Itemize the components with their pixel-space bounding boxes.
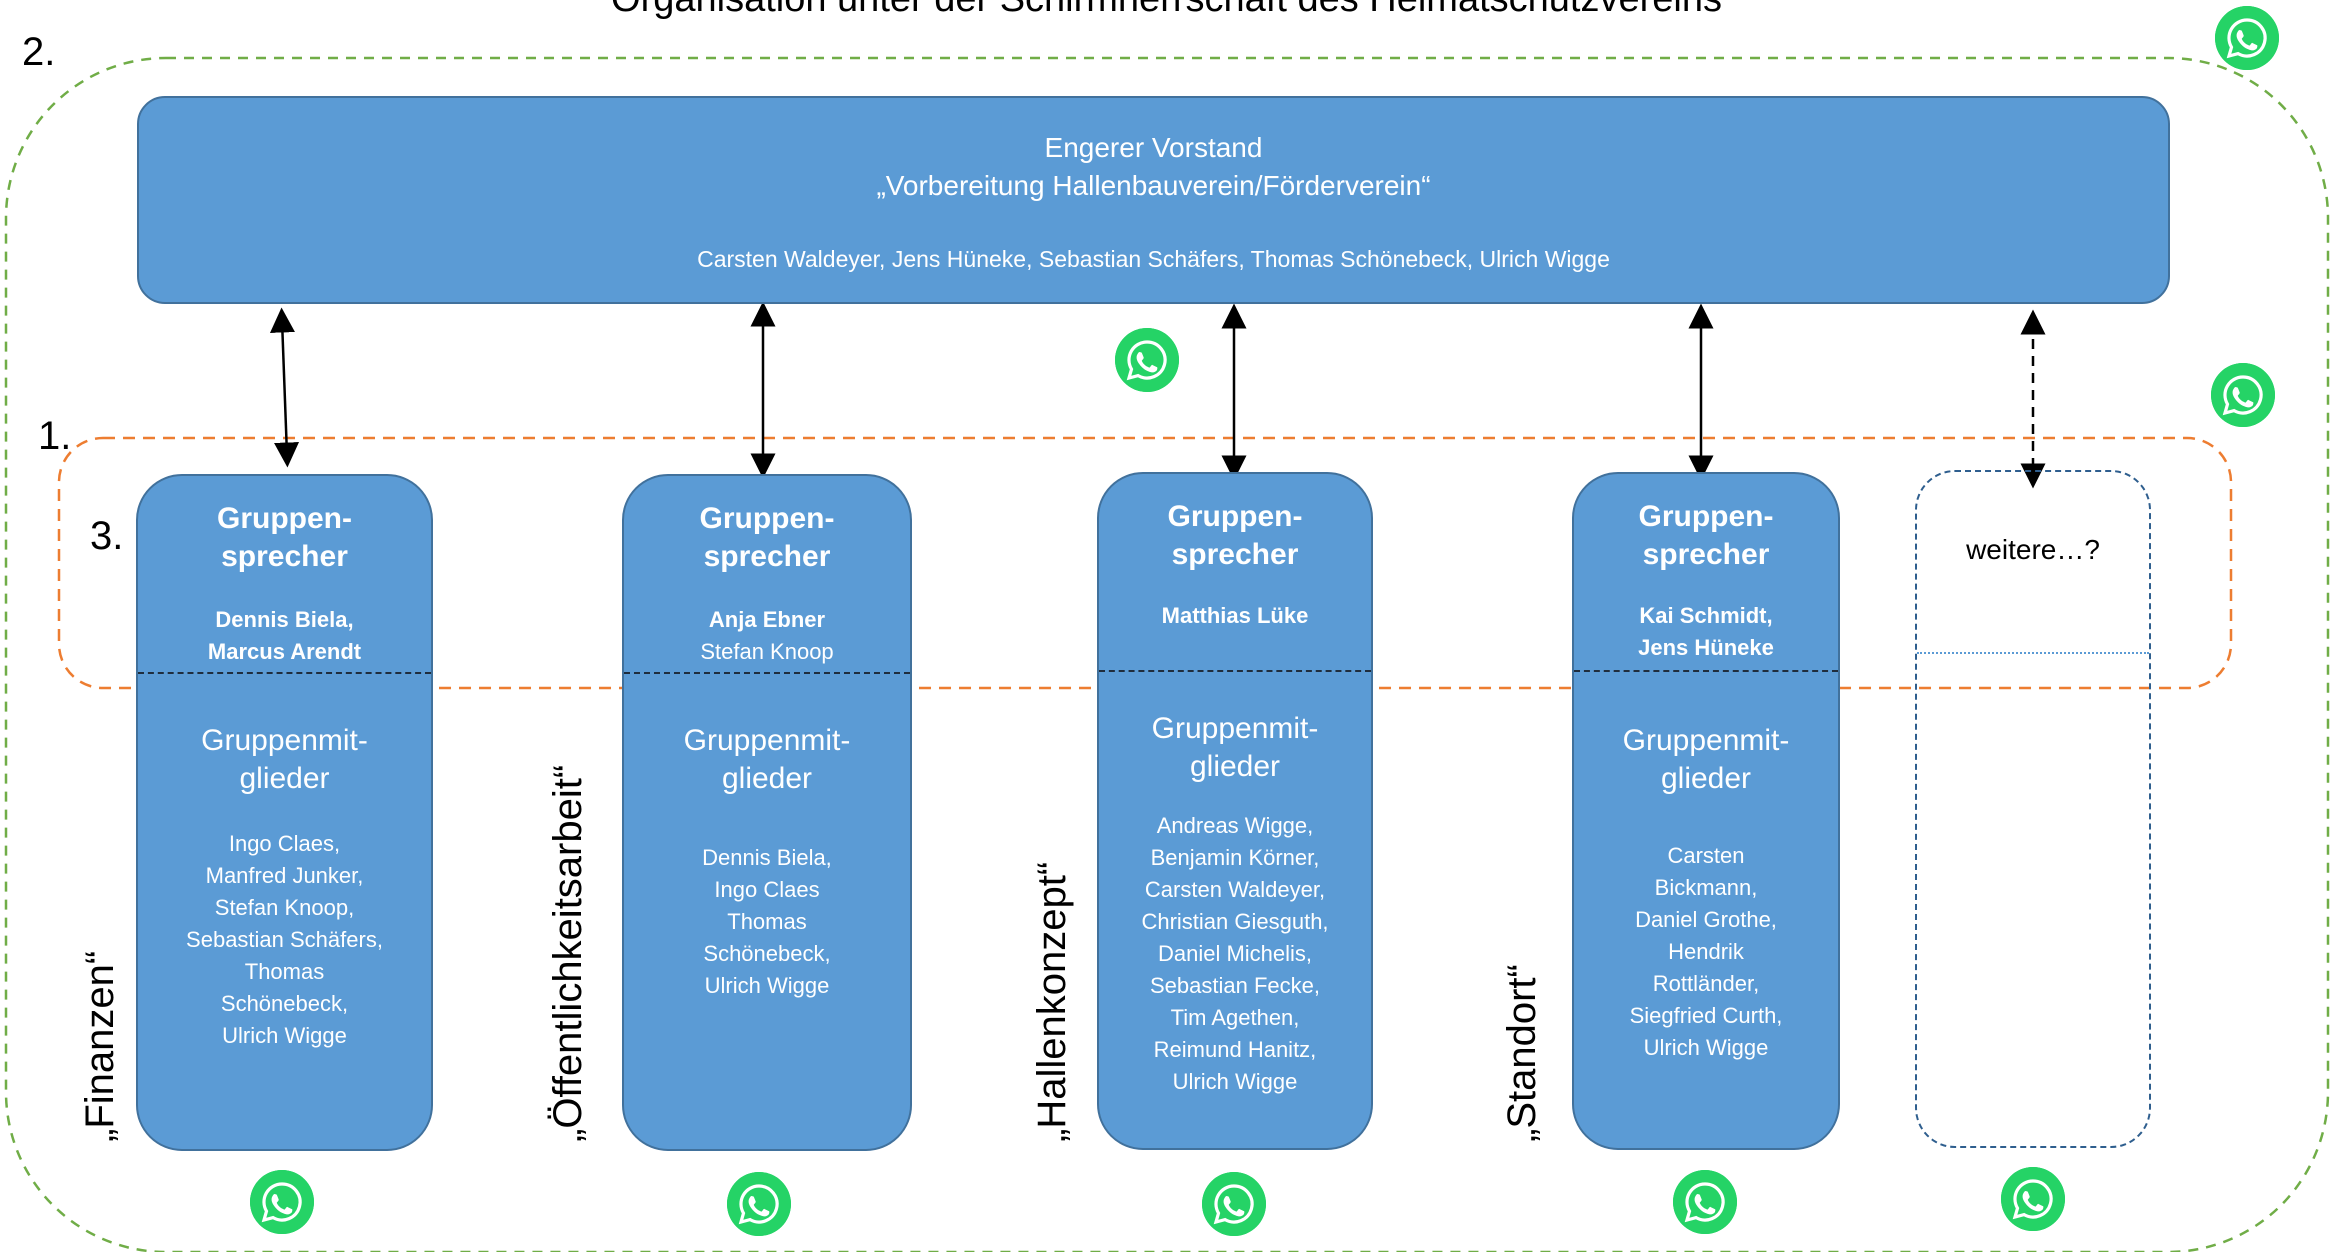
card-divider [138, 672, 431, 674]
label-hallenkonzept: „Hallenkonzept“ [1030, 861, 1074, 1142]
spokes-names: Kai Schmidt, Jens Hüneke [1638, 603, 1774, 660]
page-title: Organisation unter der Schirmherrschaft … [0, 0, 2333, 21]
whatsapp-icon[interactable] [1202, 1172, 1266, 1236]
card-divider [1099, 670, 1371, 672]
spokes-title: Gruppen- sprecher [1638, 500, 1774, 571]
members-title: Gruppenmit- glieder [201, 724, 368, 795]
spokes-name: Stefan Knoop [700, 639, 834, 664]
more-label: weitere…? [1966, 534, 2100, 565]
spokes-title: Gruppen- sprecher [217, 502, 352, 573]
label-oeffentlichkeitsarbeit: „Öffentlichkeitsarbeit“ [546, 764, 590, 1142]
members-title: Gruppenmit- glieder [1151, 712, 1319, 783]
group-card-finanzen: Gruppen- sprecher Dennis Biela, Marcus A… [136, 474, 433, 1151]
card-divider [1574, 670, 1838, 672]
members-list: Andreas Wigge, Benjamin Körner, Carsten … [1141, 813, 1329, 1094]
members-title: Gruppenmit- glieder [683, 724, 851, 795]
board-box: Engerer Vorstand „Vorbereitung Hallenbau… [137, 96, 2170, 304]
members-list: Carsten Bickmann, Daniel Grothe, Hendrik… [1629, 843, 1783, 1060]
card-divider [624, 672, 910, 674]
members-list: Ingo Claes, Manfred Junker, Stefan Knoop… [186, 831, 383, 1048]
group-card-oeffentlichkeitsarbeit: Gruppen- sprecher Anja Ebner Stefan Knoo… [622, 474, 912, 1151]
arrow-finanzen [269, 307, 300, 468]
whatsapp-icon[interactable] [1673, 1170, 1737, 1234]
whatsapp-icon[interactable] [2001, 1167, 2065, 1231]
spokes-names: Matthias Lüke [1161, 603, 1309, 628]
spokes-names: Dennis Biela, Marcus Arendt [207, 607, 362, 664]
spokes-title: Gruppen- sprecher [1167, 500, 1303, 571]
board-subtitle: „Vorbereitung Hallenbauverein/Fördervere… [876, 170, 1431, 201]
members-title: Gruppenmit- glieder [1622, 724, 1790, 795]
label-standort: „Standort“ [1500, 964, 1544, 1142]
members-list: Dennis Biela, Ingo Claes Thomas Schönebe… [702, 845, 832, 998]
outer-frame [4, 56, 2330, 1252]
group-card-weitere: weitere…? [1915, 470, 2151, 1148]
whatsapp-icon[interactable] [250, 1170, 314, 1234]
board-title: Engerer Vorstand [1044, 132, 1263, 163]
label-finanzen: „Finanzen“ [78, 950, 122, 1142]
marker-spokes: 3. [90, 514, 124, 558]
spokes-title: Gruppen- sprecher [699, 502, 835, 573]
group-card-hallenkonzept: Gruppen- sprecher Matthias Lüke Gruppenm… [1097, 472, 1373, 1150]
whatsapp-icon[interactable] [2211, 363, 2275, 427]
card-divider [1917, 652, 2149, 654]
group-card-standort: Gruppen- sprecher Kai Schmidt, Jens Hüne… [1572, 472, 1840, 1150]
marker-outer: 2. [22, 30, 56, 74]
board-members: Carsten Waldeyer, Jens Hüneke, Sebastian… [697, 246, 1610, 272]
marker-inner: 1. [38, 414, 72, 458]
whatsapp-icon[interactable] [2215, 6, 2279, 70]
whatsapp-icon[interactable] [727, 1172, 791, 1236]
spokes-name-bold: Anja Ebner [708, 607, 826, 632]
whatsapp-icon[interactable] [1115, 328, 1179, 392]
